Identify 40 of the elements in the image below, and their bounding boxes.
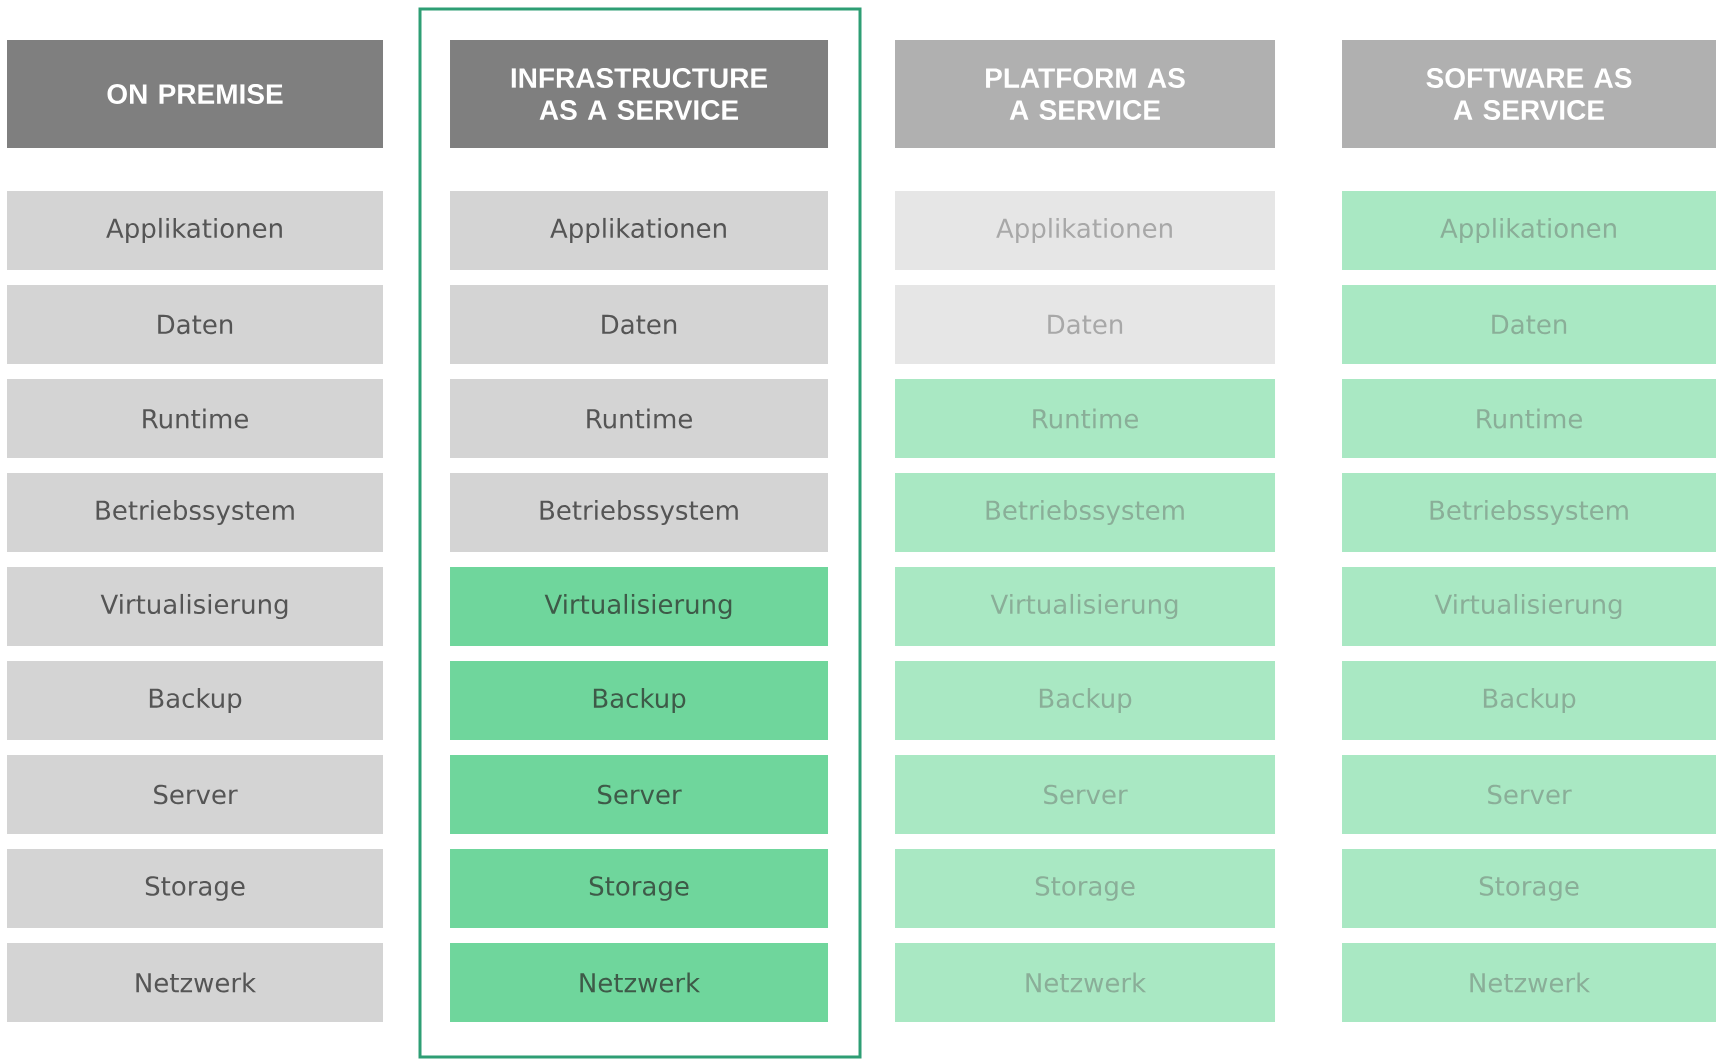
layer-box: Betriebssystem <box>895 473 1275 552</box>
layer-box: Daten <box>450 285 828 364</box>
layer-box: Netzwerk <box>895 943 1275 1022</box>
layer-box: Applikationen <box>1342 191 1716 270</box>
layer-box: Runtime <box>895 379 1275 458</box>
layer-box: Backup <box>895 661 1275 740</box>
layer-box: Server <box>7 755 383 834</box>
layer-box: Backup <box>7 661 383 740</box>
layer-box: Betriebssystem <box>1342 473 1716 552</box>
layer-box: Runtime <box>1342 379 1716 458</box>
layer-box: Daten <box>7 285 383 364</box>
layer-box: Storage <box>7 849 383 928</box>
layer-box: Virtualisierung <box>7 567 383 646</box>
layer-box: Betriebssystem <box>7 473 383 552</box>
layer-box: Storage <box>1342 849 1716 928</box>
layer-box: Backup <box>1342 661 1716 740</box>
layer-box: Virtualisierung <box>450 567 828 646</box>
layer-box: Virtualisierung <box>895 567 1275 646</box>
column-header: ON PREMISE <box>7 40 383 148</box>
layer-box: Betriebssystem <box>450 473 828 552</box>
layer-box: Applikationen <box>895 191 1275 270</box>
layer-box: Netzwerk <box>1342 943 1716 1022</box>
layer-box: Server <box>895 755 1275 834</box>
layer-box: Netzwerk <box>450 943 828 1022</box>
layer-box: Applikationen <box>7 191 383 270</box>
column-header: SOFTWARE AS A SERVICE <box>1342 40 1716 148</box>
layer-box: Netzwerk <box>7 943 383 1022</box>
column-header: PLATFORM AS A SERVICE <box>895 40 1275 148</box>
layer-box: Applikationen <box>450 191 828 270</box>
layer-box: Daten <box>895 285 1275 364</box>
layer-box: Runtime <box>450 379 828 458</box>
layer-box: Server <box>450 755 828 834</box>
layer-box: Runtime <box>7 379 383 458</box>
layer-box: Storage <box>450 849 828 928</box>
layer-box: Storage <box>895 849 1275 928</box>
layer-box: Backup <box>450 661 828 740</box>
layer-box: Daten <box>1342 285 1716 364</box>
layer-box: Server <box>1342 755 1716 834</box>
column-header: INFRASTRUCTURE AS A SERVICE <box>450 40 828 148</box>
layer-box: Virtualisierung <box>1342 567 1716 646</box>
